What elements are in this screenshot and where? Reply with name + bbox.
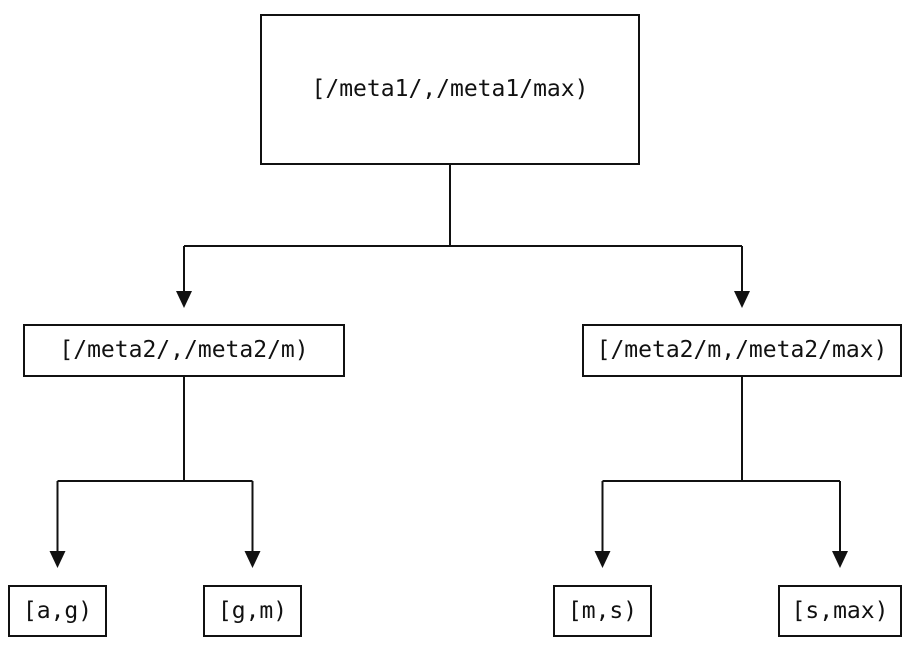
tree-node-leaf-g-m: [g,m): [203, 585, 302, 637]
arrowhead-leaf-a-g: [49, 551, 66, 568]
tree-node-leaf-s-max-label: [s,max): [791, 597, 889, 624]
edge-meta2-low-to-leaves: [49, 377, 261, 568]
tree-node-leaf-m-s-label: [m,s): [567, 597, 638, 624]
arrowhead-leaf-g-m: [244, 551, 261, 568]
arrowhead-leaf-s-max: [832, 551, 848, 568]
tree-node-leaf-g-m-label: [g,m): [217, 597, 288, 624]
tree-node-meta2-high: [/meta2/m,/meta2/max): [582, 324, 902, 377]
edge-meta2-high-to-leaves: [594, 377, 848, 568]
tree-node-root: [/meta1/,/meta1/max): [260, 14, 640, 165]
tree-node-root-label: [/meta1/,/meta1/max): [311, 76, 589, 102]
tree-node-leaf-m-s: [m,s): [553, 585, 652, 637]
arrowhead-meta2-low: [176, 291, 192, 308]
tree-node-leaf-a-g-label: [a,g): [22, 597, 93, 624]
edge-root-to-children: [176, 165, 750, 308]
tree-node-meta2-high-label: [/meta2/m,/meta2/max): [596, 337, 888, 363]
tree-node-leaf-s-max: [s,max): [778, 585, 902, 637]
arrowhead-meta2-high: [734, 291, 750, 308]
tree-node-leaf-a-g: [a,g): [8, 585, 107, 637]
tree-node-meta2-low: [/meta2/,/meta2/m): [23, 324, 345, 377]
tree-node-meta2-low-label: [/meta2/,/meta2/m): [59, 337, 309, 363]
arrowhead-leaf-m-s: [594, 551, 611, 568]
